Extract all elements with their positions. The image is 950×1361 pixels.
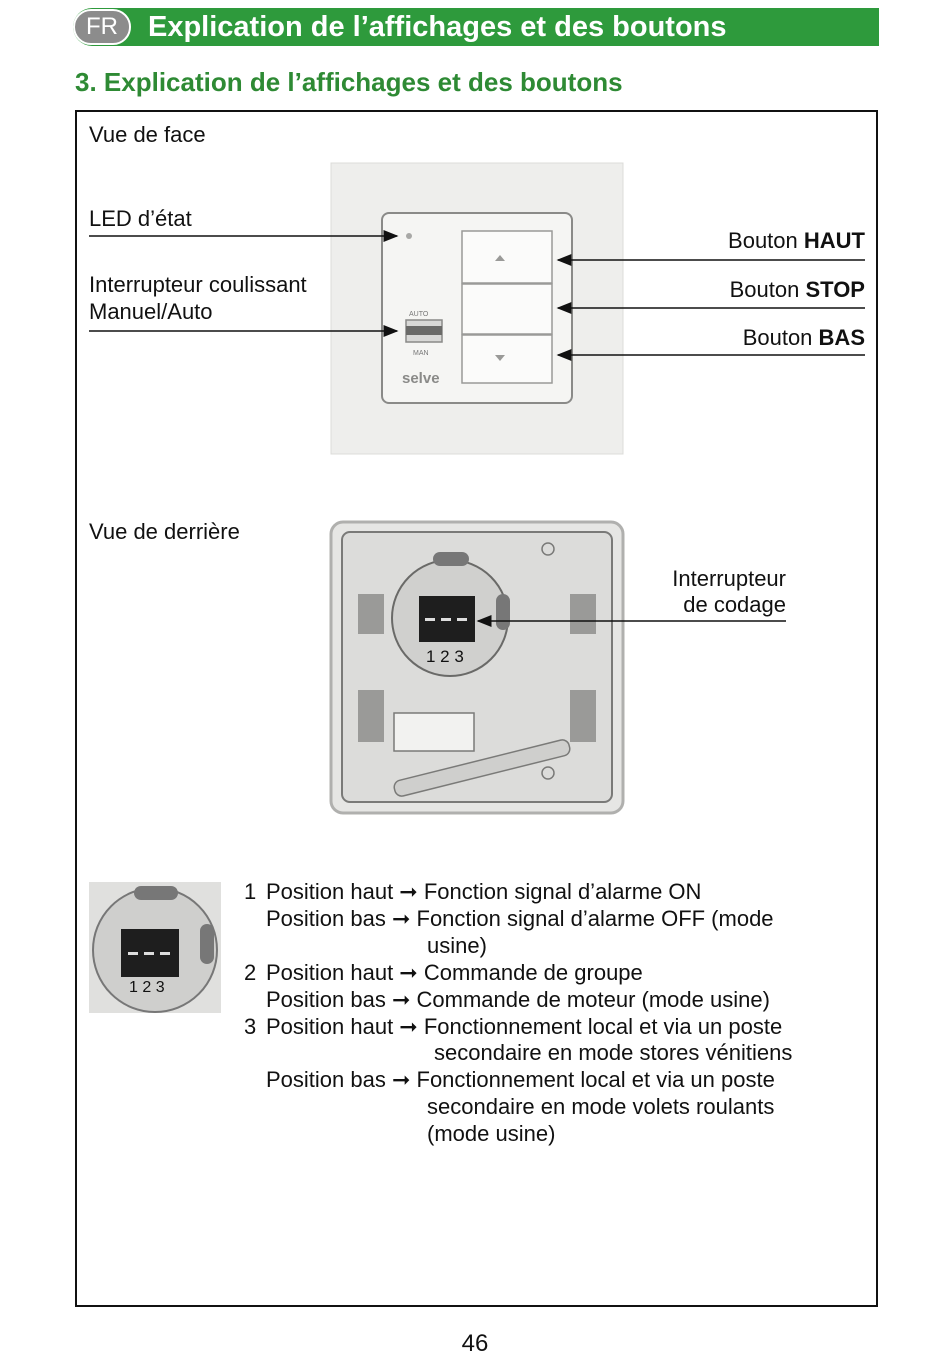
legend-item-2-num: 2 [244, 959, 256, 986]
legend-item-3-num: 3 [244, 1013, 256, 1040]
legend-item-1-num: 1 [244, 878, 256, 905]
legend-item-1-line1: Position haut ➞ Fonction signal d’alarme… [266, 878, 701, 905]
legend-item-2-line2: Position bas ➞ Commande de moteur (mode … [266, 986, 770, 1013]
legend-item-3-line4: secondaire en mode volets roulants [427, 1093, 774, 1120]
legend-item-3-line1: Position haut ➞ Fonctionnement local et … [266, 1013, 782, 1040]
thumbnail-dip-numbers: 1 2 3 [129, 979, 165, 997]
legend-item-3-line3: Position bas ➞ Fonctionnement local et v… [266, 1066, 775, 1093]
legend-item-1-line3: usine) [427, 932, 487, 959]
legend-item-3-line5: (mode usine) [427, 1120, 555, 1147]
legend-item-1-line2: Position bas ➞ Fonction signal d’alarme … [266, 905, 774, 932]
legend-item-3-line2: secondaire en mode stores vénitiens [434, 1039, 792, 1066]
legend-item-2-line1: Position haut ➞ Commande de groupe [266, 959, 643, 986]
page-number: 46 [0, 1330, 950, 1358]
